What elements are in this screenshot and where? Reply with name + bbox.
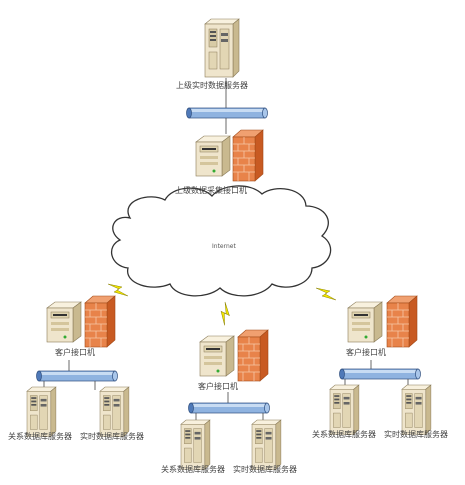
middle-relational-db-label: 关系数据库服务器 [161,465,225,474]
left-firewall-icon [84,295,116,348]
middle-realtime-db-label: 实时数据库服务器 [233,465,297,474]
internet-cloud-icon [110,185,332,297]
top-network-bus-icon [186,78,268,134]
top-gateway-label: 上级数据采集接口机 [175,186,247,195]
top-gateway-computer-icon [195,135,231,177]
top-realtime-server-label: 上级实时数据服务器 [176,81,248,90]
middle-firewall-icon [237,329,269,382]
top-firewall-icon [232,129,264,182]
left-gateway-computer-icon [46,301,82,343]
middle-gateway-label: 客户接口机 [198,382,238,391]
right-network-bus-icon [339,360,421,388]
right-gateway-computer-icon [347,301,383,343]
left-realtime-db-label: 实时数据库服务器 [80,432,144,441]
middle-relational-db-server-icon [180,419,211,470]
right-relational-db-server-icon [329,384,360,435]
right-link-lightning-icon [315,287,337,301]
left-network-bus-icon [36,360,118,390]
right-realtime-db-server-icon [401,384,432,435]
internet-label: Internet [212,243,236,250]
middle-realtime-db-server-icon [251,419,282,470]
right-relational-db-label: 关系数据库服务器 [312,430,376,439]
middle-network-bus-icon [188,392,270,422]
middle-link-lightning-icon [214,301,236,326]
left-link-lightning-icon [107,283,129,297]
middle-gateway-computer-icon [199,335,235,377]
right-realtime-db-label: 实时数据库服务器 [384,430,448,439]
left-relational-db-server-icon [26,386,57,437]
left-relational-db-label: 关系数据库服务器 [8,432,72,441]
top-realtime-server-icon [204,18,240,78]
right-gateway-label: 客户接口机 [346,348,386,357]
right-firewall-icon [386,295,418,348]
left-gateway-label: 客户接口机 [55,348,95,357]
left-realtime-db-server-icon [99,386,130,437]
